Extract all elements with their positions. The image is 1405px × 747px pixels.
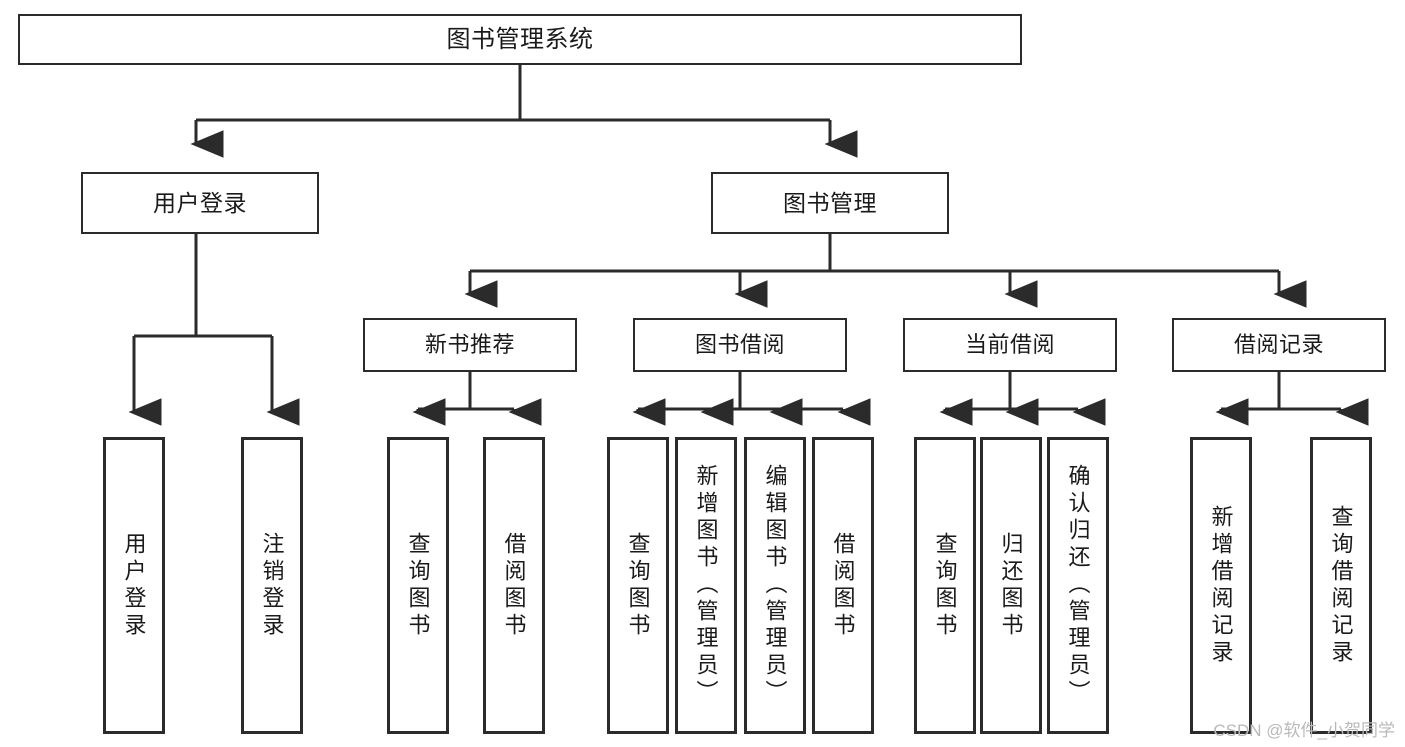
node-borrow-record[interactable]: 借阅记录	[1172, 318, 1386, 372]
node-new-book-recommend[interactable]: 新书推荐	[363, 318, 577, 372]
leaf-bb-query-book-label: 查询图书	[625, 531, 651, 640]
leaf-cb-confirm-return[interactable]: 确认归还（管理员）	[1047, 437, 1109, 734]
leaf-bb-query-book[interactable]: 查询图书	[607, 437, 669, 734]
leaf-br-add-record-label: 新增借阅记录	[1208, 504, 1234, 667]
node-root[interactable]: 图书管理系统	[18, 14, 1022, 65]
leaf-cb-return-book-label: 归还图书	[998, 531, 1024, 640]
node-current-borrow[interactable]: 当前借阅	[903, 318, 1117, 372]
leaf-cb-return-book[interactable]: 归还图书	[980, 437, 1042, 734]
leaf-cb-confirm-return-label: 确认归还（管理员）	[1065, 464, 1091, 707]
leaf-user-login[interactable]: 用户登录	[103, 437, 165, 734]
leaf-bb-add-book[interactable]: 新增图书（管理员）	[675, 437, 737, 734]
leaf-nb-borrow-book[interactable]: 借阅图书	[483, 437, 545, 734]
leaf-logout-label: 注销登录	[259, 531, 285, 640]
node-root-label: 图书管理系统	[446, 25, 594, 53]
leaf-bb-borrow-book[interactable]: 借阅图书	[812, 437, 874, 734]
node-book-management[interactable]: 图书管理	[711, 172, 949, 234]
leaf-br-query-record-label: 查询借阅记录	[1328, 504, 1354, 667]
leaf-bb-add-book-label: 新增图书（管理员）	[693, 464, 719, 707]
watermark: CSDN @软件_小贺同学	[1213, 721, 1395, 740]
node-user-login-label: 用户登录	[153, 189, 247, 216]
leaf-br-add-record[interactable]: 新增借阅记录	[1190, 437, 1252, 734]
node-book-management-label: 图书管理	[783, 189, 877, 216]
node-borrow-record-label: 借阅记录	[1233, 332, 1324, 358]
leaf-cb-query-book[interactable]: 查询图书	[914, 437, 976, 734]
leaf-nb-borrow-book-label: 借阅图书	[501, 531, 527, 640]
leaf-cb-query-book-label: 查询图书	[932, 531, 958, 640]
leaf-logout[interactable]: 注销登录	[241, 437, 303, 734]
node-book-borrow-label: 图书借阅	[694, 332, 785, 358]
leaf-bb-borrow-book-label: 借阅图书	[830, 531, 856, 640]
leaf-nb-query-book[interactable]: 查询图书	[387, 437, 449, 734]
node-book-borrow[interactable]: 图书借阅	[633, 318, 847, 372]
leaf-bb-edit-book-label: 编辑图书（管理员）	[762, 464, 788, 707]
leaf-user-login-label: 用户登录	[121, 531, 147, 640]
leaf-nb-query-book-label: 查询图书	[405, 531, 431, 640]
leaf-bb-edit-book[interactable]: 编辑图书（管理员）	[744, 437, 806, 734]
leaf-br-query-record[interactable]: 查询借阅记录	[1310, 437, 1372, 734]
node-user-login[interactable]: 用户登录	[81, 172, 319, 234]
node-new-book-recommend-label: 新书推荐	[424, 332, 515, 358]
node-current-borrow-label: 当前借阅	[964, 332, 1055, 358]
